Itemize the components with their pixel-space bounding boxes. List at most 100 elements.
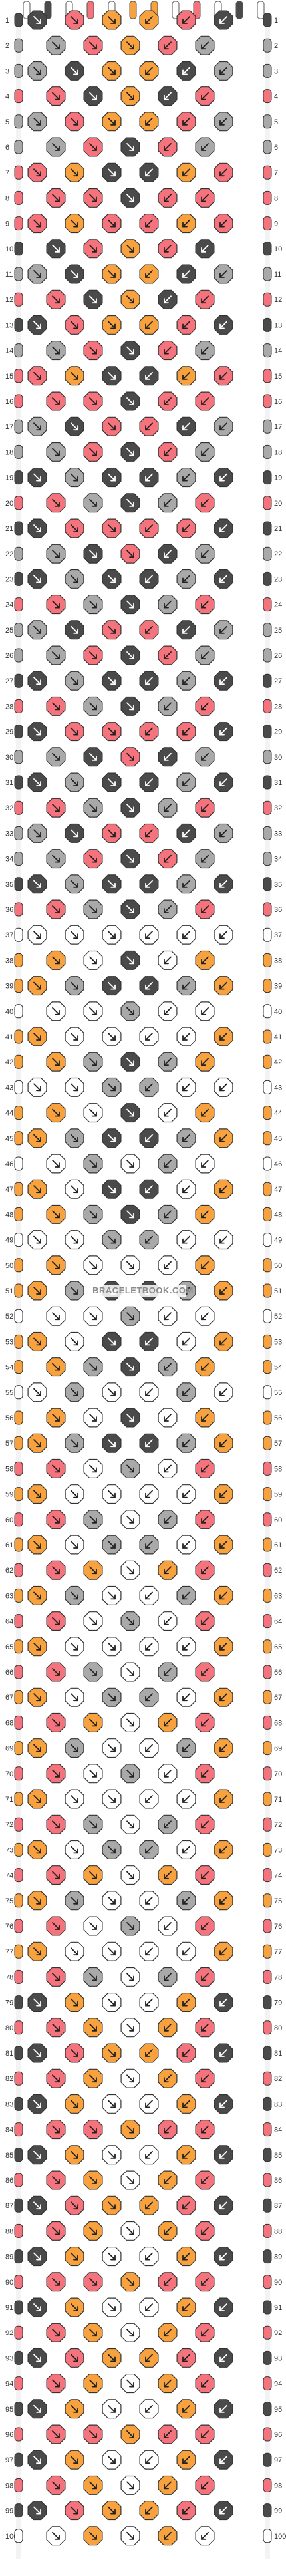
knot-arrow xyxy=(164,1363,172,1371)
knot-arrow xyxy=(164,1617,172,1625)
knot-arrow xyxy=(182,2150,190,2159)
knot-arrow xyxy=(52,651,60,659)
knot-arrow xyxy=(52,397,60,405)
knot-arrow xyxy=(33,1795,41,1803)
row-number-left: 48 xyxy=(5,1211,13,1219)
knot-arrow xyxy=(108,1185,116,1194)
knot-arrow xyxy=(71,2150,78,2159)
knot-arrow xyxy=(89,143,97,151)
knot-arrow xyxy=(164,1312,172,1321)
knot-arrow xyxy=(201,1718,209,1727)
edge-knot-left xyxy=(14,1919,23,1933)
knot-arrow xyxy=(164,2125,172,2134)
knot-arrow xyxy=(108,625,116,634)
knot-arrow xyxy=(89,1769,97,1778)
knot-arrow xyxy=(219,2404,227,2413)
knot-arrow xyxy=(182,1591,190,1600)
edge-knot-left xyxy=(14,673,23,688)
edge-knot-right xyxy=(263,1207,272,1221)
knot-arrow xyxy=(71,1490,78,1498)
knot-arrow xyxy=(108,677,116,685)
row-number-right: 86 xyxy=(274,2177,282,2185)
knot-arrow xyxy=(71,677,78,685)
knot-arrow xyxy=(71,1642,78,1651)
string-end xyxy=(172,1,180,19)
edge-knot-right xyxy=(263,2427,272,2442)
knot-arrow xyxy=(89,194,97,202)
knot-arrow xyxy=(89,905,97,913)
row-number-right: 1 xyxy=(274,17,278,25)
knot-arrow xyxy=(89,1668,97,1676)
knot-arrow xyxy=(145,1642,153,1651)
edge-knot-right xyxy=(263,190,272,205)
row-number-right: 74 xyxy=(274,1872,282,1880)
row-number-left: 87 xyxy=(5,2202,13,2210)
knot-arrow xyxy=(126,1312,134,1321)
knot-arrow xyxy=(71,981,78,990)
knot-arrow xyxy=(33,2150,41,2159)
knot-arrow xyxy=(164,2176,172,2184)
edge-knot-left xyxy=(14,2376,23,2391)
knot-arrow xyxy=(52,2329,60,2337)
knot-arrow xyxy=(219,2506,227,2515)
knot-arrow xyxy=(71,1388,78,1396)
row-number-right: 92 xyxy=(274,2329,282,2337)
knot-arrow xyxy=(33,1033,41,1041)
edge-knot-right xyxy=(263,1563,272,1577)
row-number-left: 60 xyxy=(5,1516,13,1524)
knot-arrow xyxy=(201,397,209,405)
knot-arrow xyxy=(71,168,78,177)
row-number-left: 11 xyxy=(5,271,13,279)
edge-knot-left xyxy=(14,1868,23,1883)
edge-knot-right xyxy=(263,38,272,53)
knot-arrow xyxy=(201,2277,209,2286)
knot-arrow xyxy=(108,1541,116,1549)
row-number-left: 4 xyxy=(5,93,9,101)
knot-arrow xyxy=(201,956,209,965)
knot-arrow xyxy=(33,2303,41,2311)
row-number-right: 60 xyxy=(274,1516,282,1524)
string-end xyxy=(44,1,52,19)
knot-arrow xyxy=(182,1693,190,1702)
edge-knot-right xyxy=(263,140,272,154)
knot-arrow xyxy=(52,1108,60,1117)
knot-arrow xyxy=(71,1846,78,1854)
edge-knot-right xyxy=(263,597,272,612)
knot-arrow xyxy=(89,346,97,355)
knot-arrow xyxy=(201,1414,209,1422)
knot-arrow xyxy=(201,194,209,202)
knot-arrow xyxy=(164,498,172,507)
knot-arrow xyxy=(108,2100,116,2108)
knot-arrow xyxy=(182,2303,190,2311)
row-number-left: 2 xyxy=(5,42,9,50)
row-number-right: 11 xyxy=(274,271,281,279)
knot-arrow xyxy=(164,1007,172,1015)
row-number-left: 98 xyxy=(5,2482,13,2490)
edge-knot-left xyxy=(14,1334,23,1349)
knot-arrow xyxy=(201,2023,209,2032)
edge-knot-right xyxy=(263,1182,272,1196)
knot-arrow xyxy=(182,931,190,939)
knot-arrow xyxy=(164,2329,172,2337)
edge-knot-right xyxy=(263,2376,272,2391)
row-number-right: 83 xyxy=(274,2100,282,2108)
knot-arrow xyxy=(33,2354,41,2362)
knot-arrow xyxy=(182,16,190,24)
edge-knot-right xyxy=(263,1817,272,1832)
knot-arrow xyxy=(164,1414,172,1422)
edge-knot-left xyxy=(14,63,23,78)
edge-knot-left xyxy=(14,1690,23,1704)
knot-arrow xyxy=(33,981,41,990)
knot-arrow xyxy=(164,2277,172,2286)
row-number-right: 34 xyxy=(274,856,282,864)
knot-arrow xyxy=(52,1464,60,1473)
row-number-left: 81 xyxy=(5,2050,13,2058)
knot-arrow xyxy=(182,168,190,177)
row-number-right: 18 xyxy=(274,448,282,456)
row-number-left: 33 xyxy=(5,830,13,838)
knot-arrow xyxy=(33,67,41,75)
knot-arrow xyxy=(164,2531,172,2540)
knot-arrow xyxy=(164,1668,172,1676)
row-number-left: 22 xyxy=(5,550,13,558)
knot-arrow xyxy=(89,2531,97,2540)
